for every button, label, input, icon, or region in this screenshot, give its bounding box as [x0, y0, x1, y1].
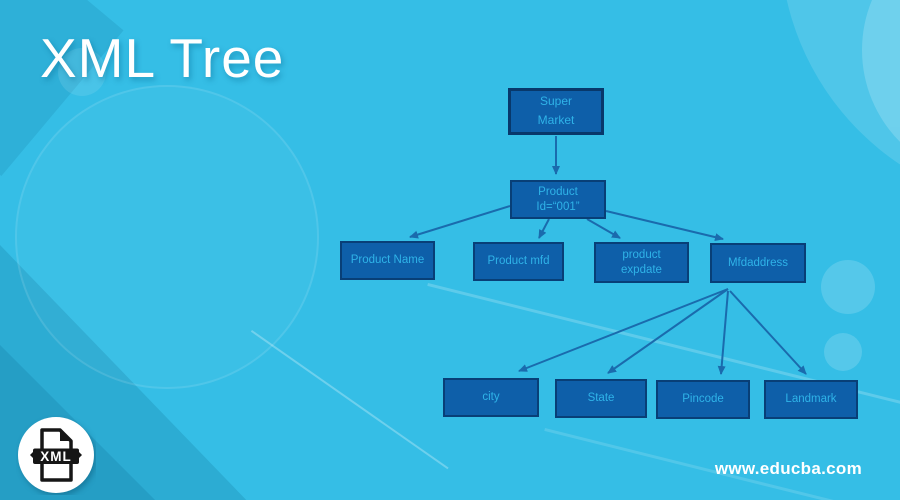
node-product-mfd: Product mfd [473, 242, 564, 281]
node-label: Super [539, 94, 573, 109]
decorative-streak [250, 330, 449, 470]
node-mfdaddress: Mfdaddress [710, 243, 806, 283]
node-label: Product Name [350, 254, 425, 267]
node-label: Product mfd [487, 255, 550, 268]
node-label: product [622, 248, 661, 261]
node-label: Landmark [785, 393, 837, 406]
decorative-circle [821, 260, 875, 314]
node-label: expdate [621, 263, 662, 276]
xml-file-icon: XML [18, 417, 94, 493]
decorative-circle [780, 0, 900, 210]
node-label: city [482, 391, 500, 404]
node-label: Product [538, 185, 578, 198]
decorative-circle [862, 0, 900, 180]
node-label: Id=“001” [536, 200, 580, 213]
node-super-market: Super Market [508, 88, 604, 135]
node-label: Pincode [682, 393, 724, 406]
node-landmark: Landmark [764, 380, 858, 419]
decorative-circle [824, 333, 862, 371]
node-label: Mfdaddress [727, 256, 789, 269]
node-city: city [443, 378, 539, 417]
decorative-ring [15, 85, 319, 389]
node-state: State [555, 379, 647, 418]
node-pincode: Pincode [656, 380, 750, 419]
node-product-name: Product Name [340, 241, 435, 280]
node-product-id: Product Id=“001” [510, 180, 606, 219]
xml-file-icon-label: XML [40, 449, 72, 464]
node-product-expdate: product expdate [594, 242, 689, 283]
watermark-url: www.educba.com [714, 459, 862, 478]
node-label: Market [537, 113, 575, 128]
page-title: XML Tree [40, 27, 285, 89]
node-label: State [587, 392, 615, 405]
